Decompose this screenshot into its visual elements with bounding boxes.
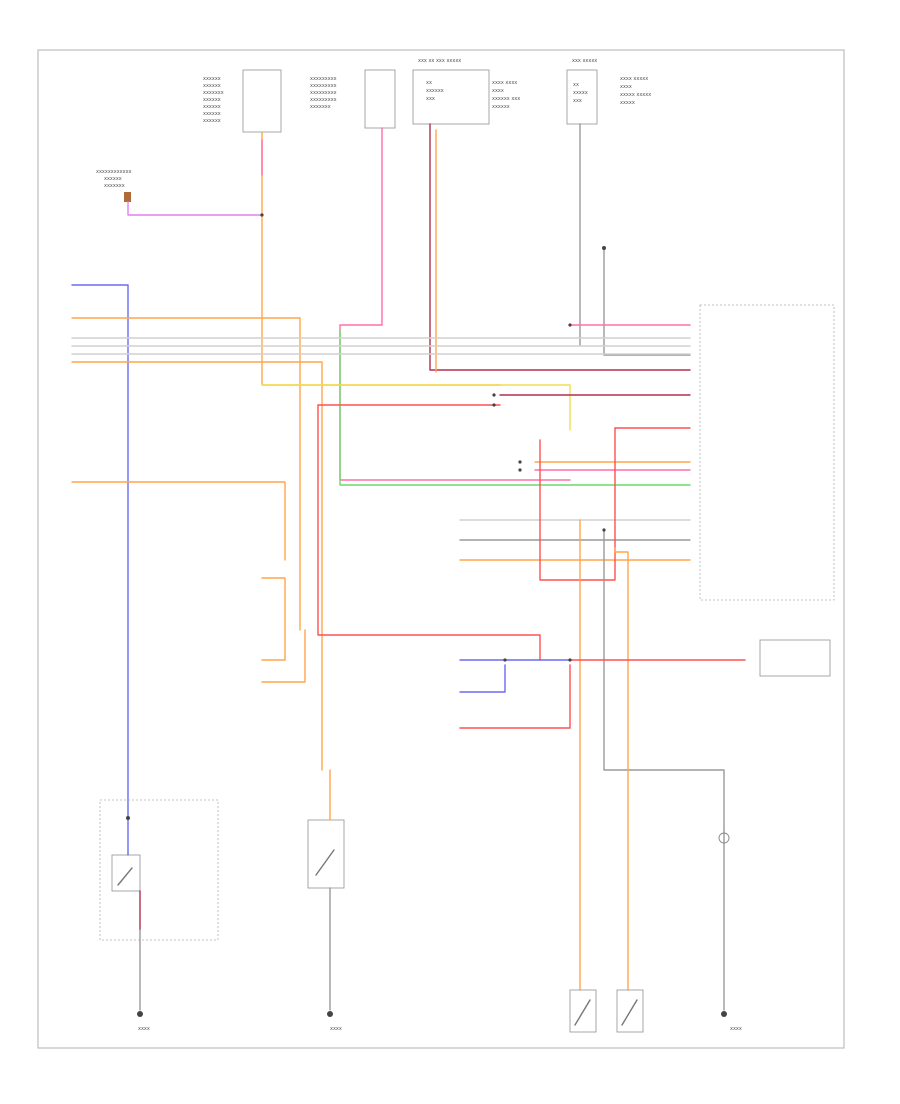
svg-text:xxxxxxxxx: xxxxxxxxx xyxy=(310,76,337,82)
svg-text:xx: xx xyxy=(573,82,579,88)
svg-text:xxx: xxx xyxy=(573,98,582,104)
svg-text:xxxx: xxxx xyxy=(492,88,504,94)
svg-text:xxxxxxxxx: xxxxxxxxx xyxy=(310,83,337,89)
svg-text:xxxxxx: xxxxxx xyxy=(203,83,221,89)
top-component-right-fuse: xxx xxxxx xx xxxxx xxx xxxx xxxxx xxxx x… xyxy=(566,58,651,125)
svg-text:xxxx: xxxx xyxy=(620,84,632,90)
svg-text:xxxxxx: xxxxxx xyxy=(492,104,510,110)
svg-text:xxxxxxxxx: xxxxxxxxx xyxy=(310,97,337,103)
svg-text:xxxxxx: xxxxxx xyxy=(104,176,122,182)
svg-text:xxxxxx: xxxxxx xyxy=(203,76,221,82)
svg-text:xxxxxxx: xxxxxxx xyxy=(310,104,331,110)
svg-text:xxxxxxxxx: xxxxxxxxx xyxy=(310,90,337,96)
top-component-fuse-box: xxx xx xxx xxxxx xx xxxxxx xxx xxxx xxxx… xyxy=(412,58,520,125)
svg-text:xxxxxxx: xxxxxxx xyxy=(104,183,125,189)
svg-text:xxxxxx: xxxxxx xyxy=(203,104,221,110)
svg-text:xxx xxxxx: xxx xxxxx xyxy=(572,58,597,64)
bottom-center-switch-a xyxy=(569,989,597,1033)
svg-text:xxxxxx: xxxxxx xyxy=(426,88,444,94)
svg-text:xxxx: xxxx xyxy=(730,1026,742,1032)
bottom-center-switch-b xyxy=(616,989,644,1033)
bottom-middle-switch xyxy=(307,769,345,1011)
svg-text:xxxxxx xxx: xxxxxx xxx xyxy=(492,96,520,102)
ground-right: xxxx xyxy=(721,1011,742,1032)
svg-text:xxxxxx: xxxxxx xyxy=(203,118,221,124)
diagram-frame xyxy=(37,49,845,1049)
svg-text:xxxx xxxx: xxxx xxxx xyxy=(492,80,517,86)
svg-text:xxxxxxxxxxxx: xxxxxxxxxxxx xyxy=(96,169,132,175)
svg-text:xx: xx xyxy=(426,80,432,86)
svg-text:xxxxx xxxxx: xxxxx xxxxx xyxy=(620,92,651,98)
svg-text:xxxx: xxxx xyxy=(330,1026,342,1032)
svg-text:xxxxx: xxxxx xyxy=(573,90,588,96)
ground-middle: xxxx xyxy=(327,1011,342,1032)
svg-text:xxxxxxx: xxxxxxx xyxy=(203,90,224,96)
bottom-left-switch xyxy=(111,809,141,1011)
top-component-engine-mounting: xxxxxx xxxxxx xxxxxxx xxxxxx xxxxxx xxxx… xyxy=(203,69,282,133)
svg-text:xxxx xxxxx: xxxx xxxxx xyxy=(620,76,648,82)
svg-text:xxxxxx: xxxxxx xyxy=(203,97,221,103)
top-component-left-relay: xxxxxxxxx xxxxxxxxx xxxxxxxxx xxxxxxxxx … xyxy=(310,69,396,129)
bottom-right-switch xyxy=(718,829,730,1011)
transmission-sensor: xxxxxxxxxxxx xxxxxx xxxxxxx xyxy=(96,169,132,202)
svg-text:xxx xx xxx xxxxx: xxx xx xxx xxxxx xyxy=(418,58,461,64)
svg-text:xxxxxx: xxxxxx xyxy=(203,111,221,117)
svg-text:xxx: xxx xyxy=(426,96,435,102)
svg-text:xxxxx: xxxxx xyxy=(620,100,635,106)
ground-left: xxxx xyxy=(137,1011,150,1032)
svg-text:xxxx: xxxx xyxy=(138,1026,150,1032)
